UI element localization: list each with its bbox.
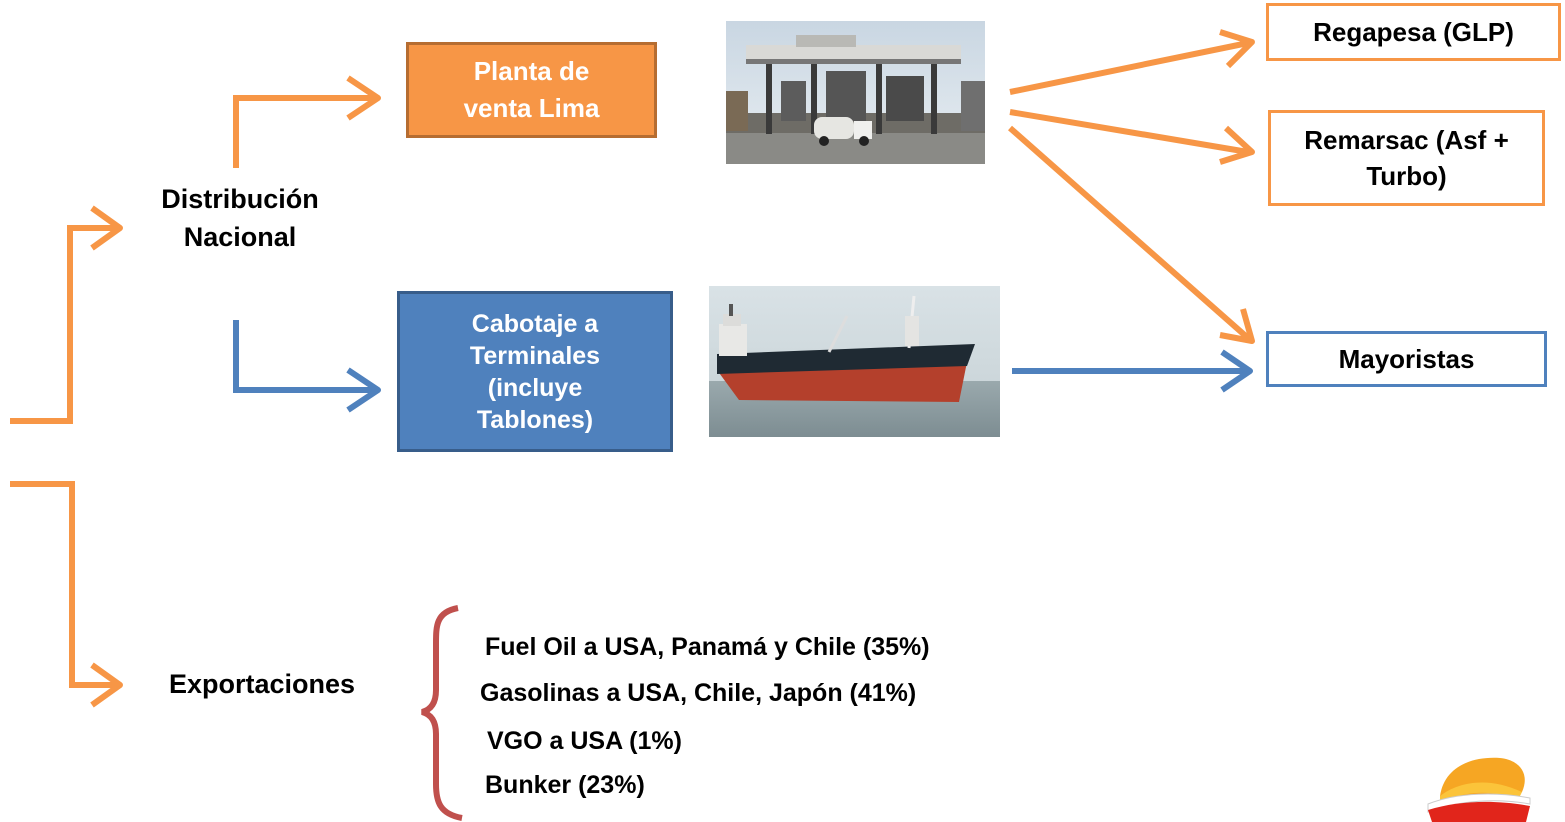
arrowhead-mayoristas-blue [1220, 349, 1253, 393]
export-item-fuel-oil: Fuel Oil a USA, Panamá y Chile (35%) [485, 633, 930, 661]
distribucion-label: Distribución Nacional [161, 184, 319, 252]
remarsac-label: Remarsac (Asf + Turbo) [1304, 125, 1509, 191]
cabotaje-box[interactable]: Cabotaje a Terminales (incluye Tablones) [397, 291, 673, 452]
mayoristas-label: Mayoristas [1338, 344, 1475, 374]
exportaciones-label: Exportaciones [168, 669, 356, 699]
tanker-ship-photo [709, 286, 1000, 437]
connector-to-planta [233, 95, 374, 168]
connector-to-distribucion [10, 225, 118, 424]
repsol-logo [1427, 757, 1531, 822]
arrowhead-regapesa [1219, 29, 1255, 69]
arrowhead-distribucion [90, 205, 123, 251]
remarsac-box[interactable]: Remarsac (Asf + Turbo) [1268, 110, 1545, 206]
regapesa-box[interactable]: Regapesa (GLP) [1266, 3, 1561, 61]
arrowhead-remarsac [1219, 125, 1255, 165]
connector-plant-remarsac [1009, 109, 1249, 155]
export-item-gasolinas: Gasolinas a USA, Chile, Japón (41%) [480, 679, 917, 707]
connector-plant-mayoristas [1008, 125, 1250, 341]
export-item-vgo: VGO a USA (1%) [487, 727, 682, 755]
planta-box[interactable]: Planta de venta Lima [406, 42, 657, 138]
regapesa-label: Regapesa (GLP) [1313, 17, 1514, 47]
arrowhead-exportaciones [90, 662, 123, 708]
planta-label: Planta de venta Lima [463, 56, 600, 123]
arrowhead-mayoristas-orange [1219, 308, 1255, 344]
mayoristas-box[interactable]: Mayoristas [1266, 331, 1547, 387]
arrowhead-cabotaje [346, 367, 381, 413]
connector-plant-regapesa [1009, 40, 1249, 95]
connector-to-exportaciones [10, 481, 118, 688]
dispatch-plant-photo [726, 21, 985, 164]
connector-to-cabotaje [233, 320, 374, 393]
exports-brace [421, 605, 463, 821]
cabotaje-label: Cabotaje a Terminales (incluye Tablones) [469, 309, 601, 434]
arrowhead-planta [346, 75, 381, 121]
export-item-bunker: Bunker (23%) [485, 771, 645, 799]
